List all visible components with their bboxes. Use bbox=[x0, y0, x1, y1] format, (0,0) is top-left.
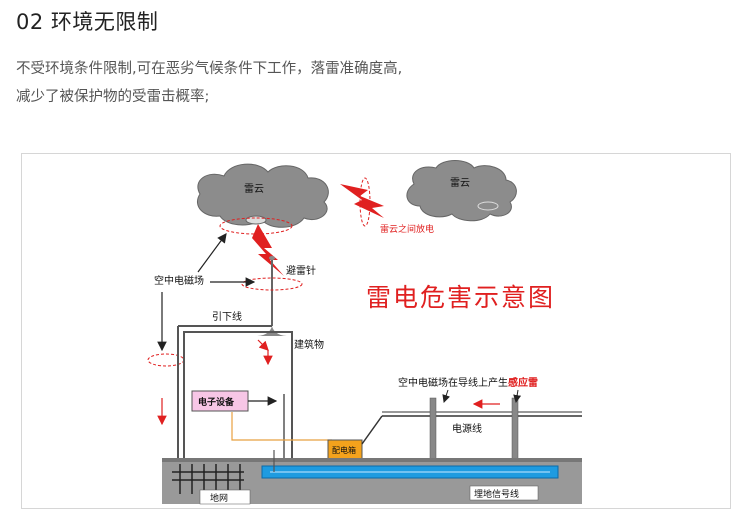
power-line-label: 电源线 bbox=[452, 422, 482, 435]
induced-text: 空中电磁场在导线上产生感应雷 bbox=[398, 376, 538, 389]
power-line: 电源线 bbox=[361, 397, 582, 461]
inter-cloud-lightning: 雷云之间放电 bbox=[340, 177, 434, 235]
buried-signal-line: 埋地信号线 bbox=[261, 450, 559, 501]
cloud-left-label: 雷云 bbox=[244, 183, 264, 195]
cloud-right: 雷云 bbox=[406, 160, 517, 222]
electronic-equipment: 电子设备 bbox=[191, 390, 332, 472]
description-line-1: 不受环境条件限制,可在恶劣气候条件下工作，落雷准确度高, bbox=[16, 61, 403, 77]
cloud-left: 雷云 bbox=[197, 163, 329, 228]
cloud-right-label: 雷云 bbox=[450, 177, 470, 189]
field-ellipse-top bbox=[219, 217, 293, 235]
down-conductor-label: 引下线 bbox=[212, 310, 242, 323]
em-field-label: 空中电磁场 bbox=[154, 274, 204, 287]
building-label: 建筑物 bbox=[294, 338, 324, 351]
signal-line-label: 埋地信号线 bbox=[474, 488, 519, 500]
inter-cloud-label: 雷云之间放电 bbox=[380, 223, 434, 235]
description-line-2: 减少了被保护物的受雷击概率; bbox=[16, 89, 210, 105]
cloud-ground-lightning bbox=[252, 224, 284, 276]
lightning-rod: 避雷针 bbox=[241, 256, 316, 336]
lightning-hazard-diagram: 雷云 雷云 雷云之间放电 避雷针 空中电磁场 bbox=[21, 153, 731, 509]
lightning-rod-label: 避雷针 bbox=[286, 264, 316, 277]
diagram-title: 雷电危害示意图 bbox=[366, 283, 555, 312]
ground-grid-label: 地网 bbox=[210, 492, 228, 504]
equipment-label: 电子设备 bbox=[198, 396, 235, 408]
ground-grid: 地网 bbox=[172, 464, 251, 505]
distribution-box-label: 配电箱 bbox=[332, 445, 356, 455]
distribution-box: 配电箱 bbox=[327, 439, 363, 461]
section-heading: 02 环境无限制 bbox=[16, 10, 159, 34]
diagram-canvas: 雷云 雷云 雷云之间放电 避雷针 空中电磁场 bbox=[147, 160, 582, 505]
induced-highlight: 感应雷 bbox=[508, 376, 538, 389]
section-description: 不受环境条件限制,可在恶劣气候条件下工作，落雷准确度高, 减少了被保护物的受雷击… bbox=[16, 55, 402, 111]
induced-text-prefix: 空中电磁场在导线上产生 bbox=[398, 376, 508, 389]
